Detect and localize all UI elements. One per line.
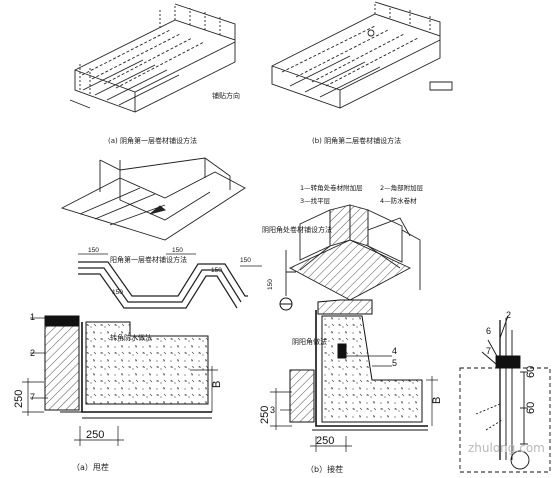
dim-60-bottom: 60 bbox=[525, 402, 537, 414]
label-right-2: 2 bbox=[506, 310, 511, 320]
diagram-section-b bbox=[270, 297, 438, 452]
diagram-inner-outer-corner-3d bbox=[285, 204, 421, 301]
diagram-inner-corner-second-layer bbox=[271, 1, 453, 109]
label-right-6: 6 bbox=[486, 326, 491, 336]
caption-section-b: 阴阳角做法 bbox=[292, 337, 327, 346]
dim-150-a: 150 bbox=[88, 247, 99, 254]
dim-250-mid: 250 bbox=[259, 406, 271, 424]
caption-fig-mid: 阳角第一层卷材铺设方法 bbox=[110, 255, 187, 264]
small-note-a: 铺贴方向 bbox=[212, 91, 240, 100]
caption-bottom-a: （a）甩茬 bbox=[72, 462, 109, 472]
label-3: 3 bbox=[270, 405, 275, 415]
diagram-inner-corner-first-layer bbox=[69, 3, 236, 113]
label-right-7: 7 bbox=[486, 346, 491, 356]
dim-60-top: 60 bbox=[525, 366, 537, 378]
caption-fig-b-top: (b) 阴角第二层卷材铺设方法 bbox=[312, 136, 401, 145]
watermark: zhulong.com bbox=[468, 441, 545, 455]
label-1: 1 bbox=[30, 312, 35, 322]
label-4: 4 bbox=[392, 346, 397, 356]
label-5: 5 bbox=[392, 358, 397, 368]
dim-150-d: 150 bbox=[211, 267, 222, 274]
caption-section-a: 转角防水做法 bbox=[110, 333, 152, 342]
label-7: 7 bbox=[30, 392, 35, 402]
caption-bottom-b: （b）接茬 bbox=[306, 464, 343, 474]
dim-150-vertical: 150 bbox=[267, 279, 274, 290]
dim-150-e: 150 bbox=[240, 257, 251, 264]
caption-fig-a-top: (a) 阴角第一层卷材铺设方法 bbox=[108, 136, 197, 145]
label-2: 2 bbox=[30, 348, 35, 358]
dim-250-bottom: 250 bbox=[86, 429, 104, 441]
diagram-corner-section-strip bbox=[78, 253, 262, 309]
legend-item-4: 4—防水卷材 bbox=[380, 196, 417, 205]
dim-250-left: 250 bbox=[13, 390, 25, 408]
diagram-outer-corner bbox=[60, 157, 246, 241]
diagram-section-a bbox=[22, 315, 218, 446]
diagram-joint-detail bbox=[459, 315, 551, 473]
legend-item-2: 2—角部附加层 bbox=[380, 183, 424, 192]
legend-item-3: 3—找平层 bbox=[300, 196, 331, 205]
caption-fig-right-mid: 阴阳角处卷材铺设方法 bbox=[262, 225, 332, 234]
legend-item-1: 1—转角处卷材附加层 bbox=[300, 183, 363, 192]
dim-B-mid: B bbox=[431, 397, 443, 404]
dim-B-left: B bbox=[211, 381, 223, 388]
dim-150-b: 150 bbox=[172, 247, 183, 254]
dim-150-c: 150 bbox=[112, 289, 123, 296]
dim-250-mid-bottom: 250 bbox=[316, 435, 334, 447]
